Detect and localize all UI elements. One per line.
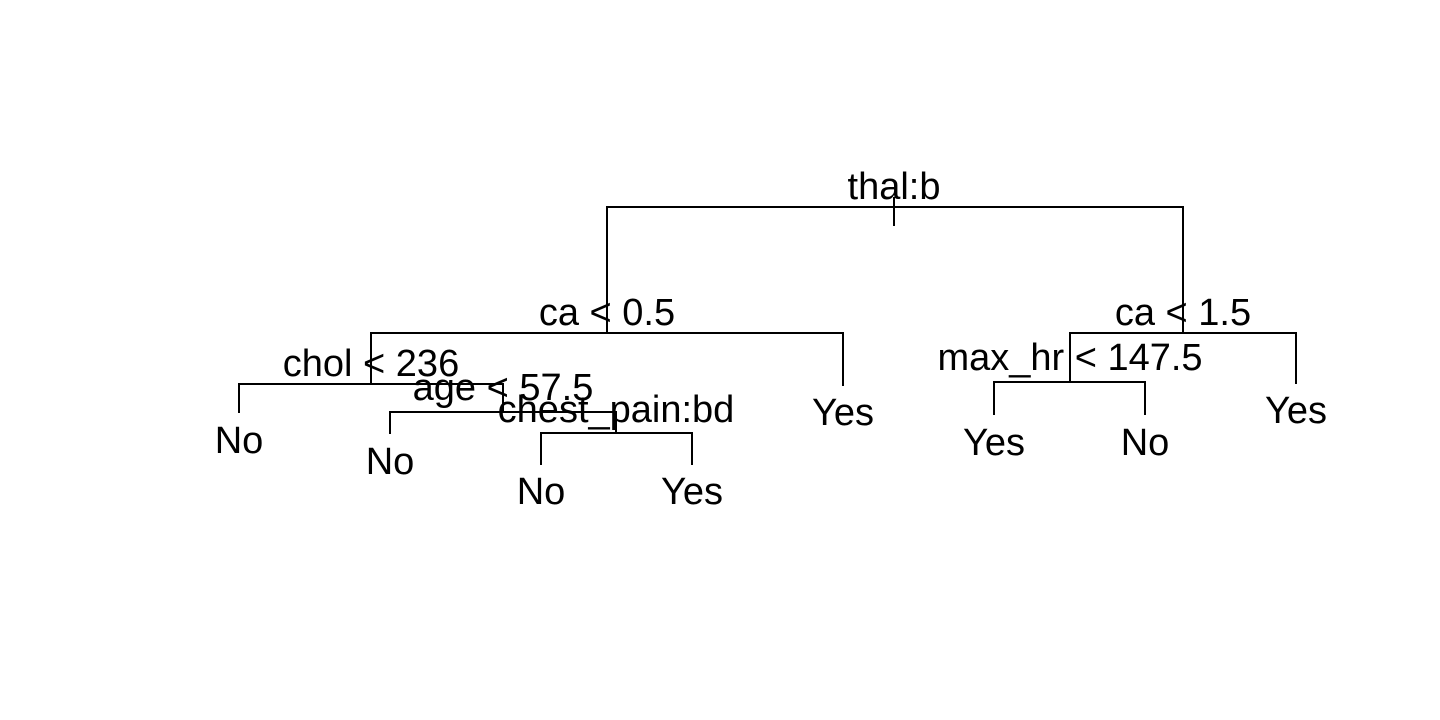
edge-ca-15	[1069, 332, 1297, 384]
leaf-label: No	[1121, 422, 1170, 464]
edge-max-hr	[993, 381, 1146, 415]
split-age-label: age < 57.5	[413, 367, 594, 409]
leaf-label: No	[215, 420, 264, 462]
leaf-label: Yes	[661, 471, 723, 513]
edge-chol	[238, 383, 504, 413]
leaf-label: No	[517, 471, 566, 513]
edge-ca-05	[370, 332, 844, 386]
split-max-hr-label: max_hr < 147.5	[937, 337, 1202, 379]
edge-root	[606, 206, 1184, 333]
leaf-label: No	[366, 441, 415, 483]
split-ca15-label: ca < 1.5	[1115, 292, 1251, 334]
split-chest-pain-label: chest_pain:bd	[498, 389, 735, 431]
split-root-label: thal:b	[848, 166, 941, 208]
split-chol-label: chol < 236	[283, 343, 459, 385]
edge-age	[389, 411, 617, 434]
split-ca05-label: ca < 0.5	[539, 292, 675, 334]
edge-chest-pain	[540, 432, 693, 465]
leaf-label: Yes	[812, 392, 874, 434]
leaf-label: Yes	[963, 422, 1025, 464]
leaf-label: Yes	[1265, 390, 1327, 432]
